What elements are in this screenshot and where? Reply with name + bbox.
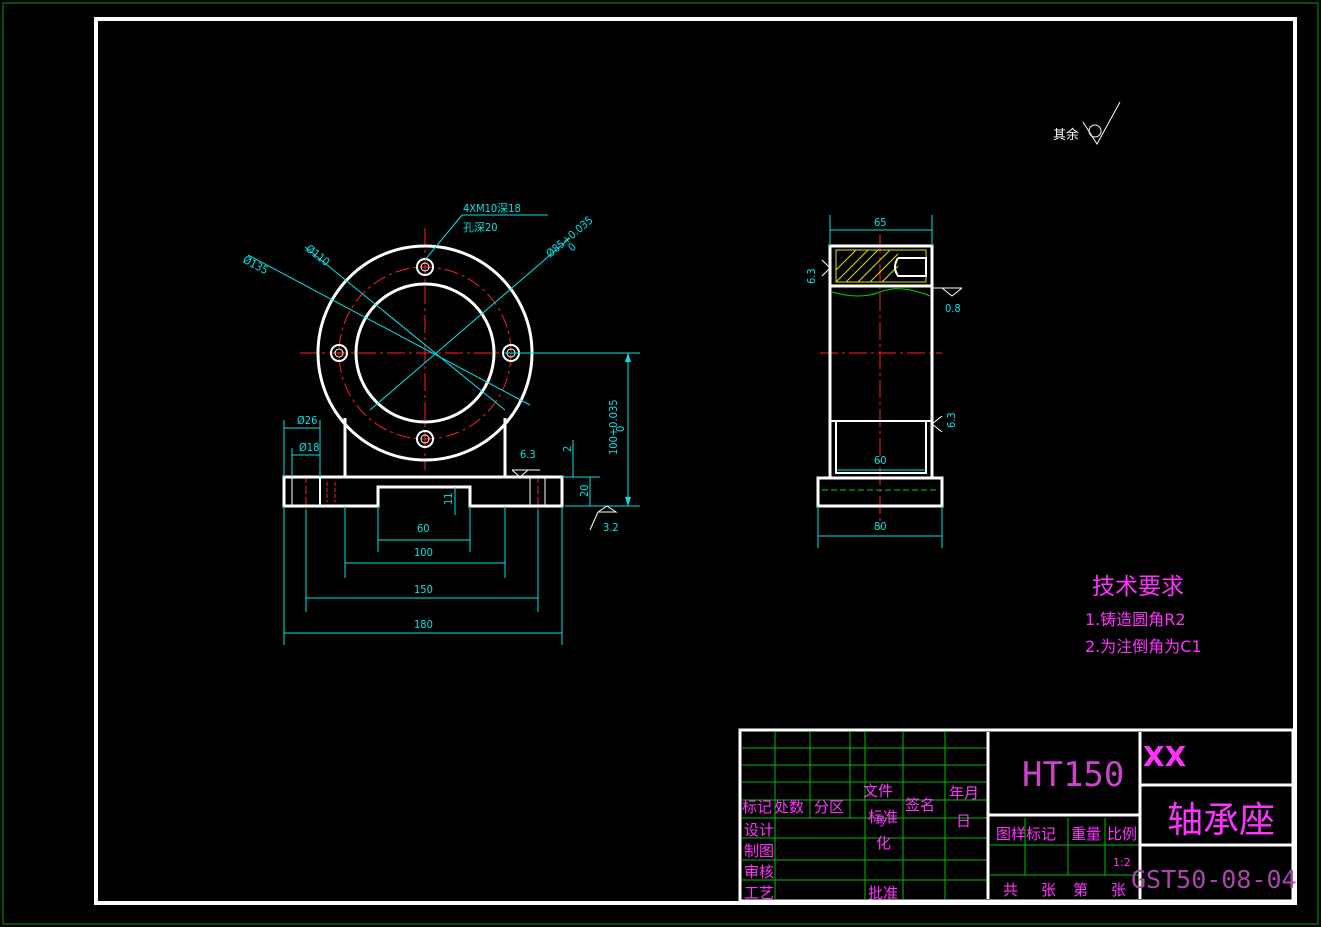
surface-note-label: 其余 — [1053, 127, 1079, 143]
side-base — [816, 476, 944, 508]
roughness-top-label: 6.3 — [520, 448, 536, 461]
label-total: 共 — [1003, 881, 1018, 899]
slot-depth-label: 2 — [561, 446, 574, 452]
side-width-top-label: 65 — [874, 216, 887, 229]
part-name-label: 轴承座 — [1167, 800, 1275, 841]
label-count: 处数 — [774, 798, 804, 816]
counterbore-dia-label: Ø26 — [297, 414, 317, 427]
label-sheet-no: 第 — [1073, 881, 1088, 899]
tech-req-item1: 1.铸造圆角R2 — [1085, 610, 1186, 629]
label-check: 审核 — [744, 863, 774, 881]
drawing-number-label: GST50-08-04 — [1131, 865, 1297, 894]
dia-bore-label: Ø85+0.035 — [544, 214, 596, 261]
label-draw: 制图 — [744, 842, 774, 860]
label-sample: 图样标记 — [996, 825, 1056, 843]
tech-req-item2: 2.为注倒角为C1 — [1085, 637, 1202, 656]
hatched-section — [835, 249, 927, 283]
height-dim-label: 100+0.035 — [607, 400, 620, 456]
dia-outer-label: Ø135 — [241, 253, 271, 277]
roughness-bottom-label: 3.2 — [603, 521, 619, 534]
bore-circle — [354, 282, 496, 424]
hole-dia-label: Ø18 — [299, 441, 319, 454]
side-roughness-right1: 0.8 — [945, 302, 961, 315]
tech-req-title: 技术要求 — [1092, 574, 1184, 600]
scale-value: 1:2 — [1113, 856, 1131, 869]
label-date-2: 日 — [956, 812, 971, 830]
width-180-label: 180 — [414, 618, 433, 631]
label-process: 工艺 — [744, 884, 774, 902]
base-outline — [282, 475, 564, 508]
threaded-holes — [330, 258, 520, 448]
width-60-label: 60 — [417, 522, 430, 535]
hole-note-line1: 4XM10深18 — [463, 202, 521, 215]
label-doc-4: 化 — [876, 834, 891, 852]
label-doc-2: 标准 — [868, 808, 898, 826]
side-roughness-right2: 6.3 — [945, 412, 958, 428]
drawing-frame — [94, 17, 1297, 905]
label-doc-3: 号 — [875, 815, 886, 828]
label-sheet-end: 张 — [1111, 881, 1126, 899]
label-scale: 比例 — [1107, 825, 1137, 843]
label-approve: 批准 — [868, 884, 898, 902]
label-doc-1: 文件 — [863, 782, 893, 800]
side-roughness-left: 6.3 — [805, 268, 818, 284]
label-sign: 签名 — [905, 796, 935, 814]
width-150-label: 150 — [414, 583, 433, 596]
technical-requirements: 技术要求 1.铸造圆角R2 2.为注倒角为C1 — [1085, 574, 1202, 656]
label-design: 设计 — [744, 821, 774, 839]
label-weight: 重量 — [1071, 825, 1101, 843]
base-height-label: 20 — [578, 484, 591, 497]
height-dim-tol: 0 — [614, 426, 627, 432]
hole-note-line2: 孔深20 — [463, 221, 498, 234]
dia-pitch-label: Ø110 — [303, 242, 332, 269]
title-block: HT150 XX 轴承座 GST50-08-04 标记 处数 分区 文件 标准 … — [738, 728, 1297, 903]
label-mark: 标记 — [742, 798, 772, 816]
label-sheets: 张 — [1041, 881, 1056, 899]
side-view: 65 60 80 6.3 0.8 6.3 — [805, 215, 963, 548]
general-roughness-symbol: 其余 — [1053, 101, 1121, 145]
width-100-label: 100 — [414, 546, 433, 559]
label-date-1: 年月 — [949, 784, 979, 802]
label-zone: 分区 — [814, 798, 844, 816]
company-label: XX — [1143, 740, 1187, 773]
front-view: 4XM10深18 孔深20 Ø135 Ø110 Ø85+0.035 0 100+… — [241, 202, 640, 645]
material-label: HT150 — [1022, 755, 1124, 795]
side-width-inner-label: 60 — [874, 454, 887, 467]
side-width-base-label: 80 — [874, 520, 887, 533]
inner-height-label: 11 — [442, 492, 455, 505]
